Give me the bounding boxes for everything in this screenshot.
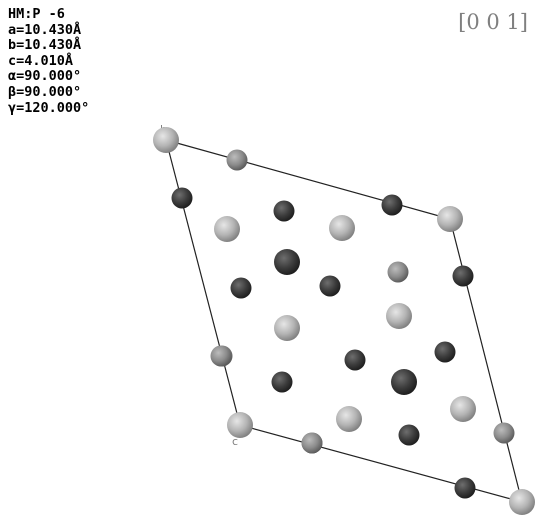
atom-dark — [273, 200, 295, 222]
atom-light — [437, 206, 463, 232]
atom-light — [386, 303, 412, 329]
atom-dark — [434, 341, 456, 363]
atom-dark — [454, 477, 476, 499]
atom-light — [227, 412, 253, 438]
axis-label-c: c — [232, 435, 238, 448]
lattice-angle-beta: β=90.000° — [8, 83, 82, 100]
atom-light — [450, 396, 476, 422]
lattice-info-panel: HM:P -6 a=10.430Å b=10.430Å c=4.010Å α=9… — [8, 6, 90, 116]
atom-dark — [391, 369, 417, 395]
atom-dark — [230, 277, 252, 299]
atom-mid — [226, 149, 248, 171]
atom-light — [336, 406, 362, 432]
atom-mid — [493, 422, 515, 444]
atom-dark — [274, 249, 300, 275]
atom-light — [274, 315, 300, 341]
atom-light — [214, 216, 240, 242]
atom-group — [153, 127, 535, 515]
atom-mid — [301, 432, 323, 454]
lattice-angle-gamma: γ=120.000° — [8, 99, 90, 116]
atom-dark — [452, 265, 474, 287]
view-direction-label: [0 0 1] — [458, 10, 528, 34]
lattice-param-c: c=4.010Å — [8, 52, 74, 69]
atom-light — [329, 215, 355, 241]
atom-dark — [398, 424, 420, 446]
atom-dark — [171, 187, 193, 209]
atom-dark — [319, 275, 341, 297]
atom-mid — [210, 345, 232, 367]
atom-dark — [344, 349, 366, 371]
lattice-angle-alpha: α=90.000° — [8, 68, 82, 85]
space-group-label: HM:P -6 — [8, 6, 65, 22]
atom-light — [509, 489, 535, 515]
atom-light — [153, 127, 179, 153]
atom-dark — [381, 194, 403, 216]
atom-dark — [271, 371, 293, 393]
atom-mid — [387, 261, 409, 283]
lattice-param-b: b=10.430Å — [8, 37, 82, 54]
unit-cell-outline — [165, 139, 523, 503]
lattice-param-a: a=10.430Å — [8, 21, 82, 38]
